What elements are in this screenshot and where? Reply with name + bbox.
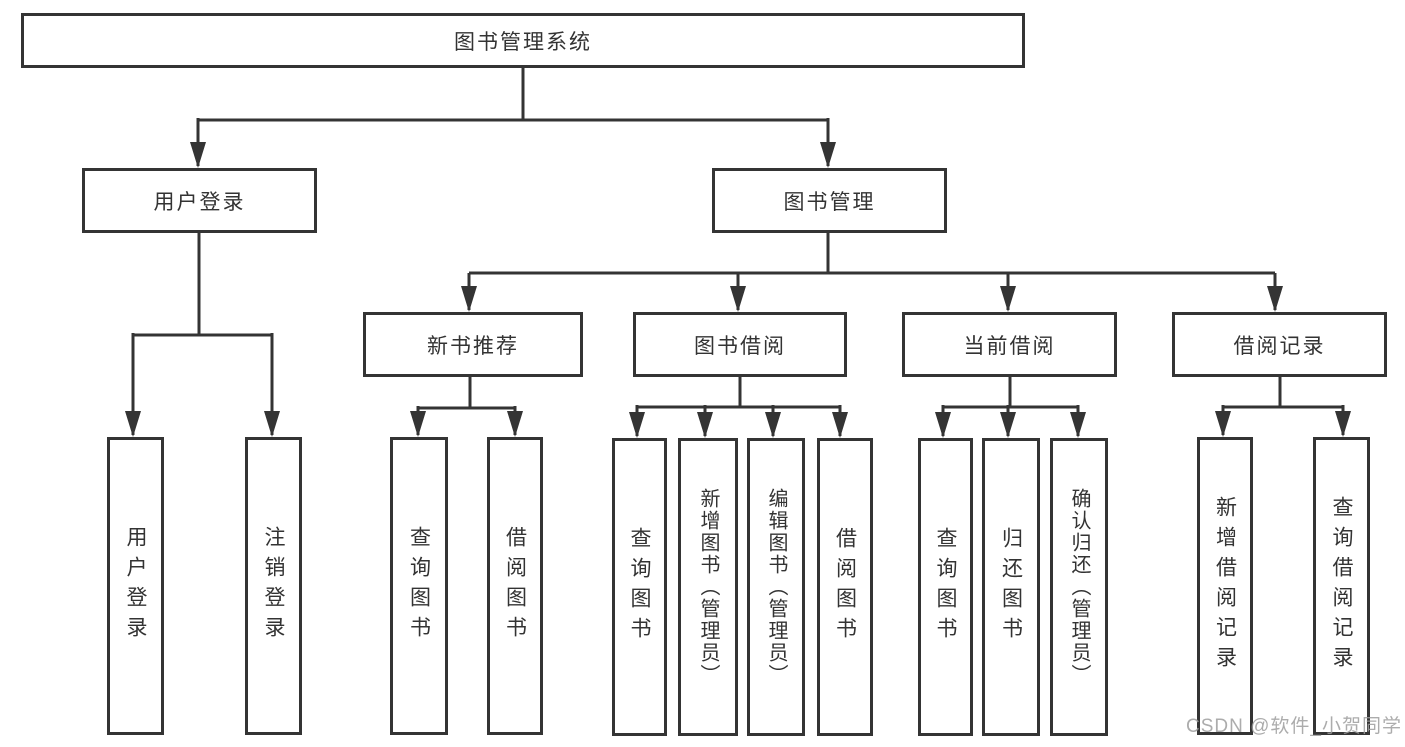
node-root: 图书管理系统 — [21, 13, 1025, 68]
node-label: 借阅图书 — [833, 527, 857, 647]
watermark: CSDN @软件_小贺同学 — [1186, 716, 1402, 737]
node-book-borrow: 图书借阅 — [633, 312, 847, 377]
node-label: 归还图书 — [999, 527, 1023, 647]
leaf-add-book-admin: 新增图书（管理员） — [678, 438, 738, 736]
connector-borrow-to-leaves — [635, 377, 842, 436]
node-current-borrow: 当前借阅 — [902, 312, 1117, 377]
connector-user-login-to-leaves — [131, 233, 274, 435]
node-label: 查询图书 — [407, 526, 431, 646]
node-label: 新书推荐 — [427, 334, 519, 358]
connector-record-to-leaves — [1221, 377, 1345, 435]
node-new-book-recommend: 新书推荐 — [363, 312, 583, 377]
leaf-return-book: 归还图书 — [982, 438, 1040, 736]
node-label: 注销登录 — [262, 526, 285, 646]
leaf-query-book-2: 查询图书 — [612, 438, 667, 736]
node-user-login: 用户登录 — [82, 168, 317, 233]
leaf-borrow-book-1: 借阅图书 — [487, 437, 543, 735]
connector-root-to-level2 — [196, 68, 830, 166]
node-label: 查询图书 — [628, 527, 651, 647]
leaf-query-book-3: 查询图书 — [918, 438, 973, 736]
node-label: 借阅记录 — [1233, 334, 1326, 358]
node-borrow-record: 借阅记录 — [1172, 312, 1387, 377]
node-label: 查询借阅记录 — [1330, 496, 1353, 676]
node-label: 新增图书（管理员） — [697, 488, 719, 686]
node-label: 图书管理系统 — [454, 30, 592, 54]
leaf-borrow-book-2: 借阅图书 — [817, 438, 873, 736]
leaf-edit-book-admin: 编辑图书（管理员） — [747, 438, 805, 736]
node-label: 当前借阅 — [963, 334, 1056, 358]
leaf-add-borrow-record: 新增借阅记录 — [1197, 437, 1253, 735]
node-label: 新增借阅记录 — [1213, 496, 1237, 676]
leaf-query-borrow-record: 查询借阅记录 — [1313, 437, 1370, 735]
node-label: 编辑图书（管理员） — [765, 488, 787, 686]
leaf-confirm-return-admin: 确认归还（管理员） — [1050, 438, 1108, 736]
leaf-user-login: 用户登录 — [107, 437, 164, 735]
arrowhead-icon — [125, 142, 1351, 438]
connector-new-book-to-leaves — [416, 377, 517, 435]
node-label: 用户登录 — [124, 526, 147, 646]
node-label: 查询图书 — [934, 527, 957, 647]
node-label: 确认归还（管理员） — [1068, 488, 1090, 686]
leaf-query-book-1: 查询图书 — [390, 437, 448, 735]
connector-book-mgmt-to-level3 — [467, 233, 1277, 310]
node-book-management: 图书管理 — [712, 168, 947, 233]
node-label: 图书管理 — [783, 190, 876, 214]
node-label: 用户登录 — [153, 190, 246, 214]
connector-paths — [131, 68, 1345, 436]
node-label: 图书借阅 — [694, 334, 786, 358]
node-label: 借阅图书 — [503, 526, 527, 646]
leaf-logout: 注销登录 — [245, 437, 302, 735]
